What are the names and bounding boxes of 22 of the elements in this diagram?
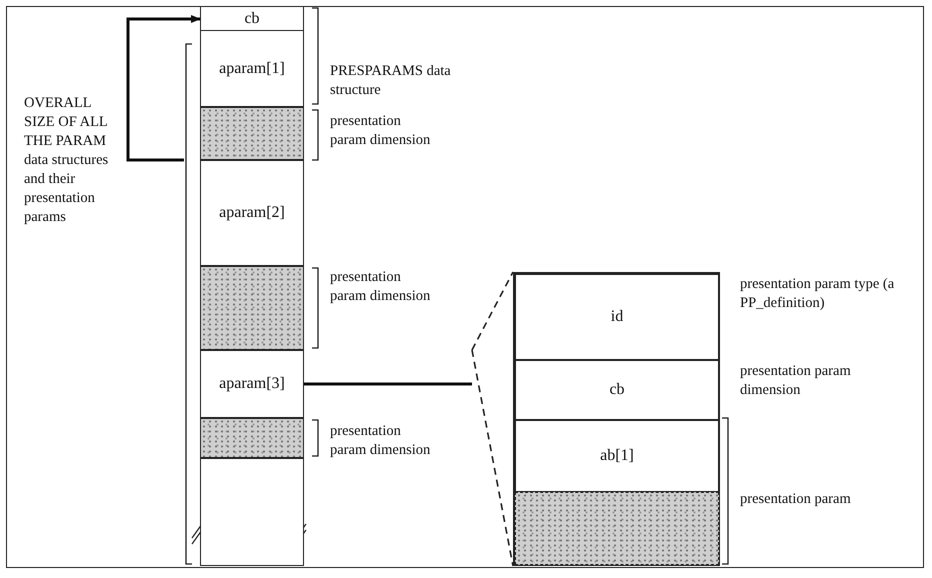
field-cell: cb xyxy=(515,360,719,420)
field-description: presentation param dimension xyxy=(740,362,852,400)
field-description: presentation param type (a PP_definition) xyxy=(740,275,896,313)
bracket-label: PRESPARAMS data structure xyxy=(330,62,452,100)
bracket-label: presentation param dimension xyxy=(330,422,432,460)
field-cell: aparam[3] xyxy=(200,350,304,418)
memory-cell xyxy=(200,266,304,350)
bracket-label: presentation param xyxy=(740,490,852,509)
memory-cell xyxy=(515,492,719,565)
field-cell: cb xyxy=(200,6,304,32)
expanded-record-box xyxy=(513,272,720,566)
field-cell: ab[1] xyxy=(515,420,719,492)
field-cell: id xyxy=(515,274,719,360)
size-note: OVERALL SIZE OF ALL THE PARAM data structures and their presentation params xyxy=(24,94,110,227)
field-cell: aparam[2] xyxy=(200,160,304,266)
arrow xyxy=(126,15,201,162)
field-cell: aparam[1] xyxy=(200,30,304,107)
bracket-label: presentation param dimension xyxy=(330,268,432,306)
memory-cell xyxy=(200,107,304,160)
connector-line xyxy=(304,382,472,386)
memory-cell xyxy=(200,418,304,458)
bracket-label: presentation param dimension xyxy=(330,112,432,150)
